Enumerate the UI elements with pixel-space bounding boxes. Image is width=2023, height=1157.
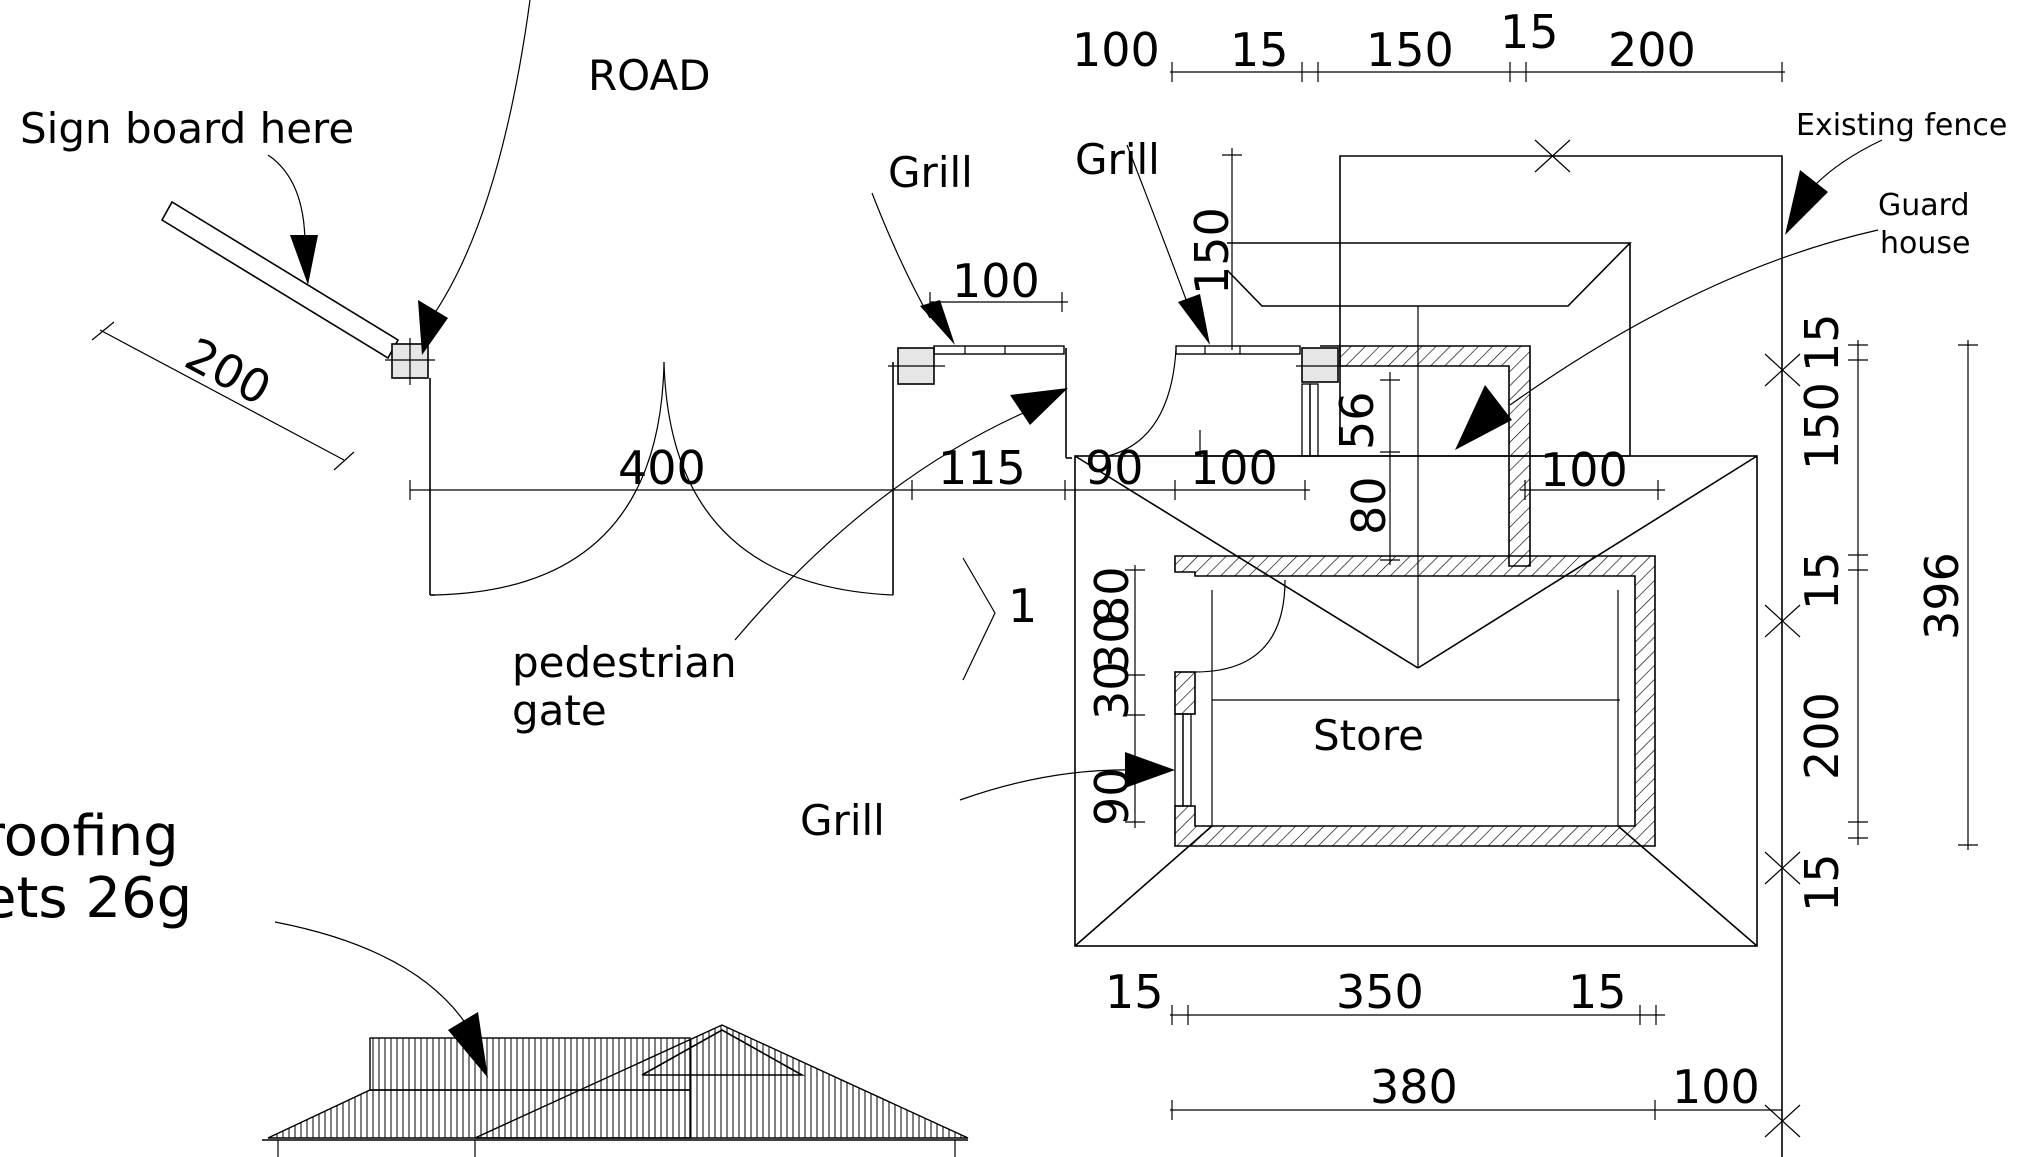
dim-right-15b: 15: [1795, 551, 1849, 610]
dim-right-15a: 15: [1795, 313, 1849, 372]
pedestrian-gate-label-2: gate: [512, 686, 607, 735]
dim-top-150: 150: [1366, 23, 1454, 77]
guard-house-label-1: Guard: [1878, 188, 1970, 223]
dim-bottom-15a: 15: [1105, 965, 1164, 1019]
sign-board-label: Sign board here: [20, 104, 354, 153]
dim-bottom-total: 380: [1370, 1060, 1458, 1114]
store-label: Store: [1313, 711, 1424, 760]
guard-house-dims: [1222, 148, 1400, 565]
sign-board-dimension: 200: [91, 321, 355, 471]
guard-house-walls: [1107, 345, 1531, 567]
roof-elevation: [262, 1024, 969, 1157]
dim-bottom-right-100: 100: [1672, 1060, 1760, 1114]
dim-top-100: 100: [1072, 23, 1160, 77]
dim-pedestrian-gate: 115: [938, 441, 1026, 495]
dim-right-150: 150: [1795, 382, 1849, 470]
section-marker-label: 1: [1008, 579, 1037, 633]
existing-fence-label: Existing fence: [1796, 108, 2007, 143]
dim-top-15a: 15: [1230, 23, 1289, 77]
guard-house-label-2: house: [1880, 226, 1970, 261]
dim-store-left-30: 30: [1085, 614, 1139, 673]
guard-house-leader: [1455, 229, 1879, 450]
dim-sign-board-length: 200: [177, 327, 280, 416]
dim-right-total: 396: [1915, 552, 1969, 640]
main-gate: [429, 347, 945, 596]
top-dimension-row: [1170, 62, 1785, 82]
gate-dimension-row: [409, 480, 1310, 500]
dim-bottom-350: 350: [1336, 965, 1424, 1019]
store-walls: [1174, 555, 1656, 847]
grill-1-leader: [871, 192, 955, 345]
dim-guard-80: 80: [1342, 476, 1396, 535]
dim-gate-opening: 400: [618, 441, 706, 495]
sign-board-leader: [267, 154, 318, 285]
grill-label-3: Grill: [800, 796, 885, 845]
right-of-store-dim: [1520, 480, 1665, 500]
dim-grill-width: 100: [952, 254, 1040, 308]
bottom-dimension-rows: [1170, 1005, 1782, 1120]
road-label: ROAD: [588, 51, 711, 100]
roofing-label-2: ets 26g: [0, 866, 192, 931]
section-marker: [962, 557, 996, 681]
dim-top-15b: 15: [1500, 5, 1559, 59]
dim-guard-56: 56: [1330, 391, 1384, 450]
existing-fence-leader: [1785, 139, 1883, 235]
dim-right-200: 200: [1795, 692, 1849, 780]
dim-bottom-15b: 15: [1568, 965, 1627, 1019]
grill-3-leader: [959, 752, 1175, 801]
dim-guard-vertical-150: 150: [1185, 207, 1239, 295]
existing-fence: [1339, 139, 1783, 1157]
dim-store-left-30b: 30: [1085, 661, 1139, 720]
dim-store-left-80: 80: [1085, 566, 1139, 625]
pedestrian-gate-label-1: pedestrian: [512, 638, 737, 687]
dim-guard-100: 100: [1190, 441, 1278, 495]
dim-right-15c: 15: [1795, 853, 1849, 912]
road-leader: [418, 0, 531, 355]
pedestrian-grill: [929, 292, 1072, 459]
dim-top-200: 200: [1608, 23, 1696, 77]
dim-right-of-store-100: 100: [1540, 443, 1628, 497]
grill-label-2: Grill: [1075, 135, 1160, 184]
grill-label-1: Grill: [888, 148, 973, 197]
grill-2-leader: [1126, 144, 1210, 345]
pedestrian-gate-leader: [734, 388, 1068, 641]
roofing-label-1: roofing: [0, 804, 179, 869]
